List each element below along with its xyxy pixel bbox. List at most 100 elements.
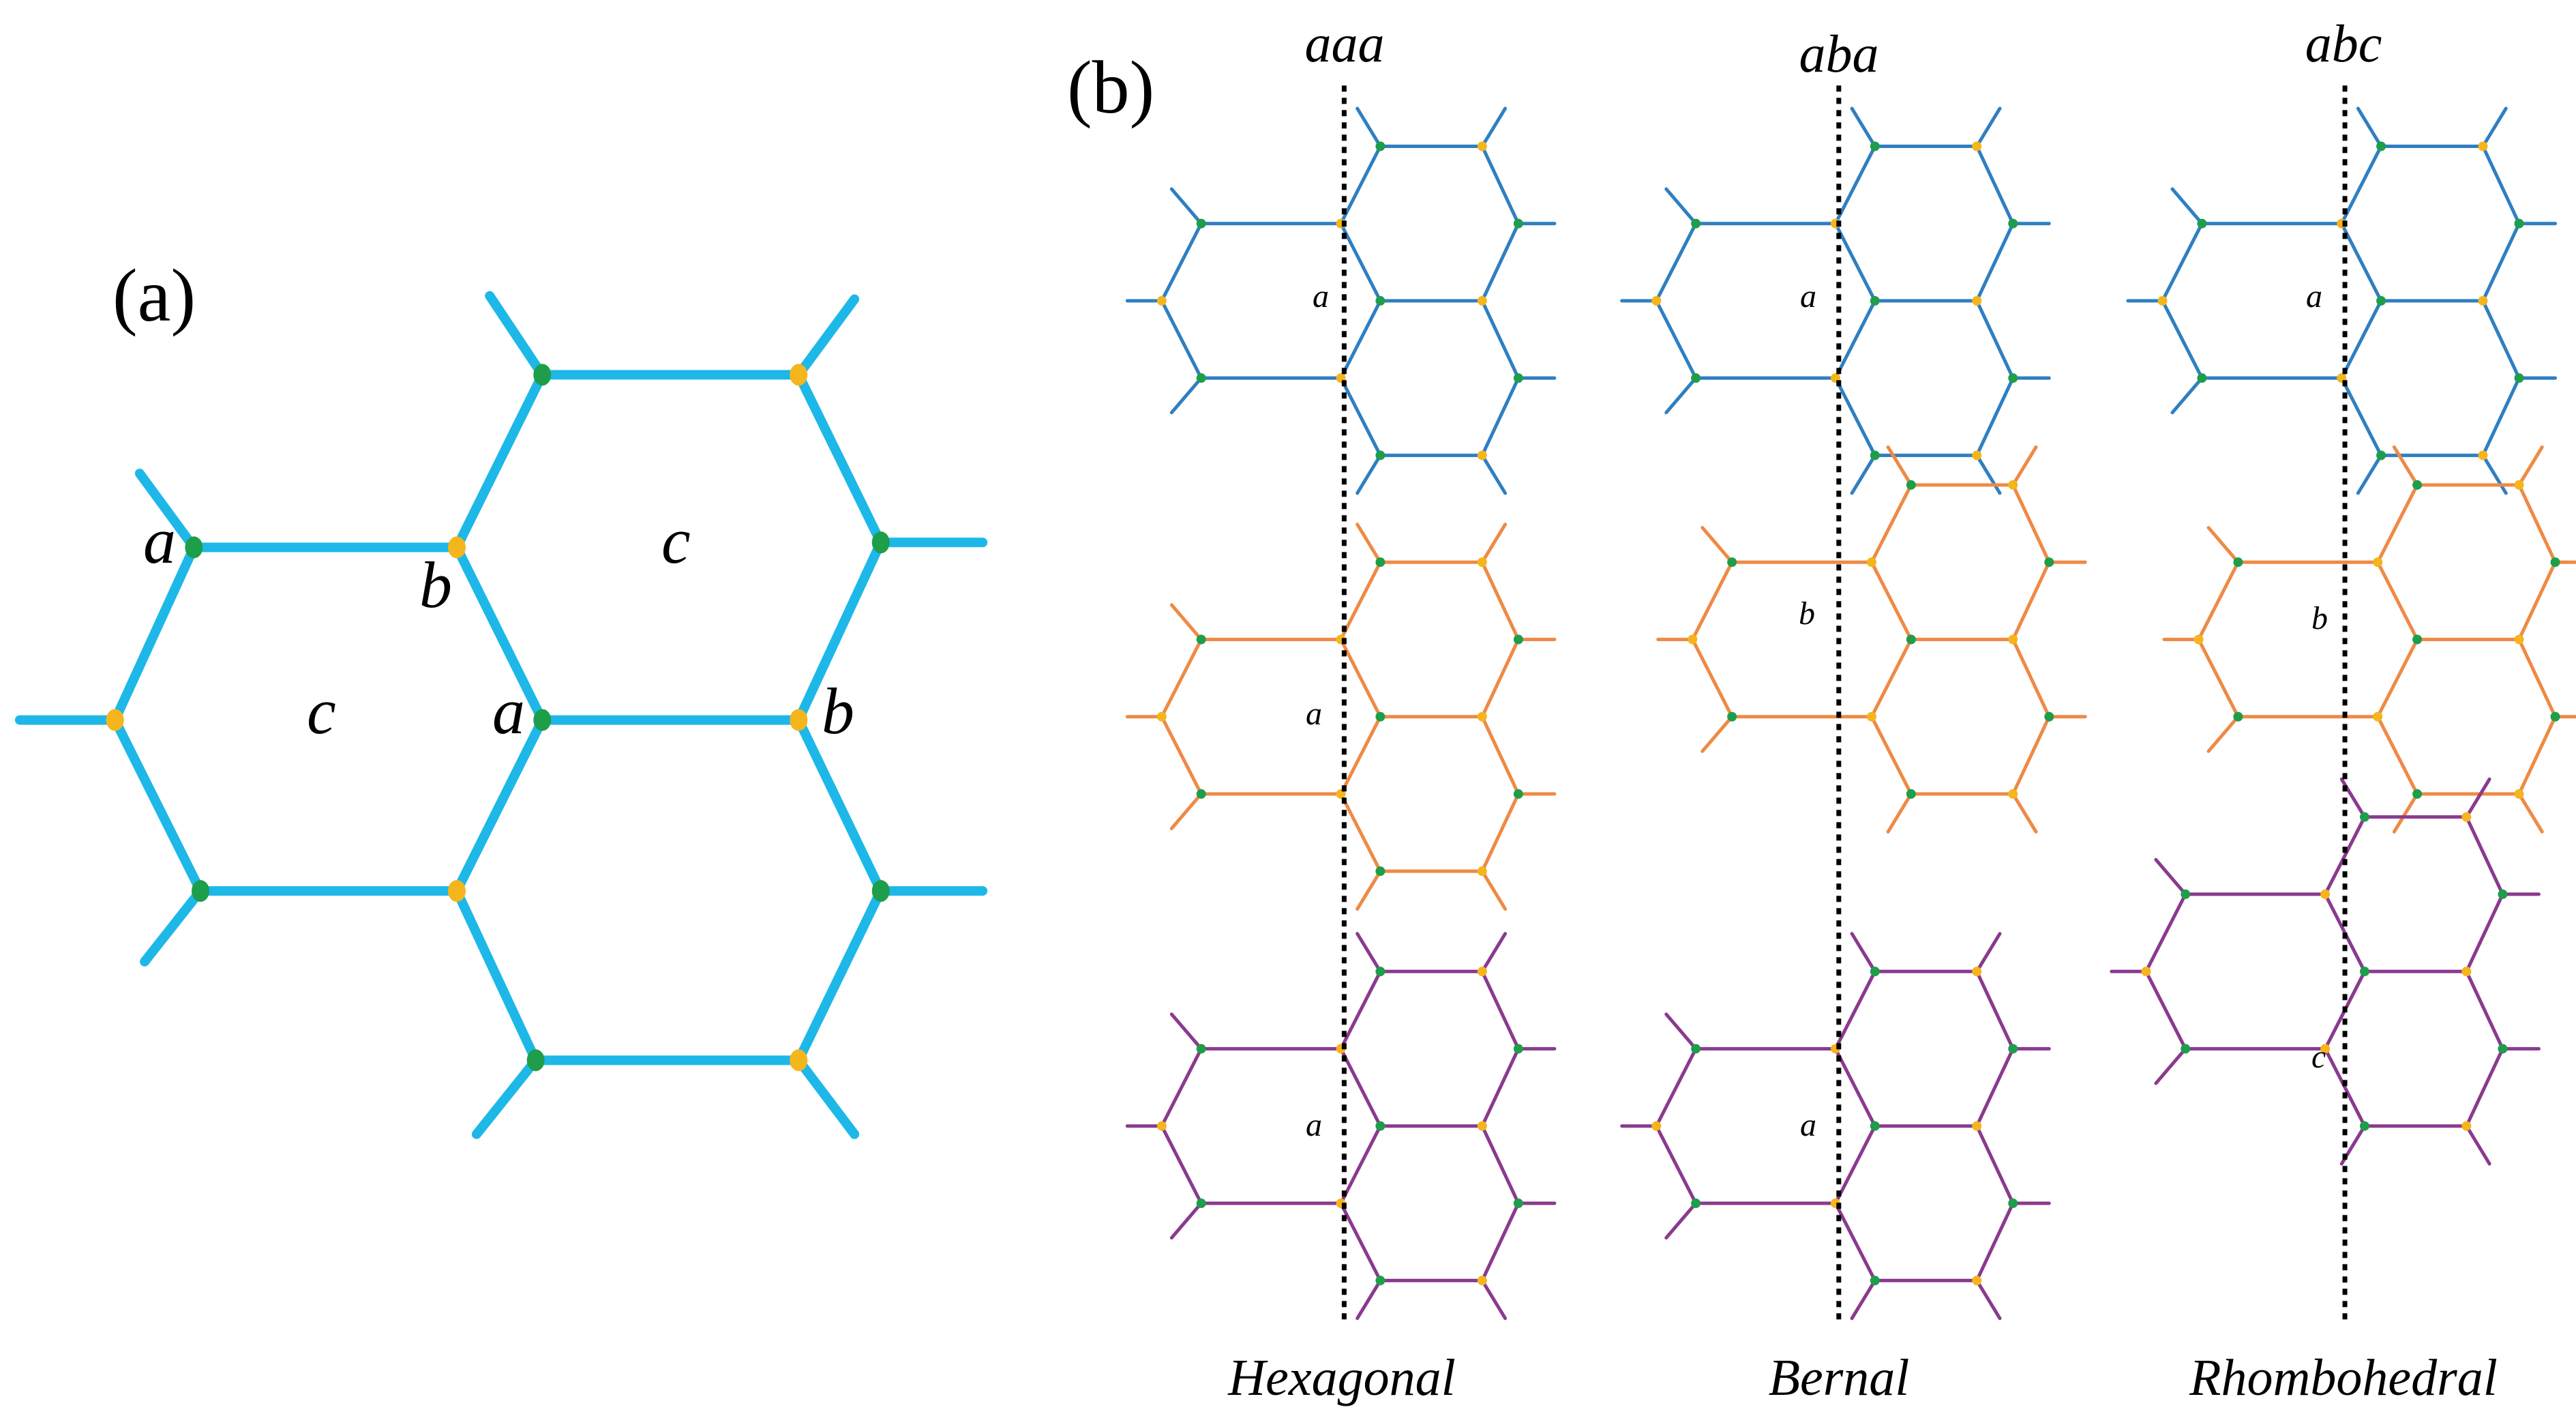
layer-site-a-dot bbox=[2197, 218, 2207, 228]
layer-site-a-dot bbox=[1870, 967, 1880, 977]
stacking-name-bernal: Bernal bbox=[1769, 1349, 1910, 1406]
layer-bond bbox=[2392, 445, 2419, 487]
layer-3-column-2 bbox=[1620, 932, 2051, 1321]
layer-bond bbox=[1339, 1201, 1382, 1282]
honeycomb-bond bbox=[451, 542, 548, 725]
site-label-c-left: c bbox=[307, 675, 336, 748]
layer-bond bbox=[1339, 715, 1382, 796]
site-a-dot bbox=[871, 880, 890, 902]
layer-bond bbox=[2464, 1124, 2491, 1166]
layer-bond bbox=[1975, 969, 2015, 1051]
layer-site-b-dot bbox=[1477, 711, 1487, 722]
layer-bond bbox=[1701, 526, 1734, 564]
layer-site-a-dot bbox=[2412, 789, 2423, 799]
layer-1-column-2 bbox=[1620, 106, 2051, 495]
layer-site-b-dot bbox=[1477, 1275, 1487, 1286]
honeycomb-bond bbox=[110, 715, 206, 896]
site-a-dot bbox=[533, 364, 552, 386]
layer-bond bbox=[1480, 932, 1508, 973]
site-b-dot bbox=[106, 709, 124, 731]
layer-bond bbox=[2464, 777, 2491, 819]
layer-site-a-dot bbox=[1906, 480, 1916, 490]
layer-bond bbox=[1886, 445, 1913, 487]
layer-bond bbox=[1339, 222, 1382, 303]
layer-label-rhombo-2: b bbox=[2311, 600, 2328, 636]
layer-bond bbox=[1654, 1124, 1698, 1205]
layer-site-b-dot bbox=[1477, 141, 1487, 151]
honeycomb-bond bbox=[110, 542, 199, 725]
layer-bond bbox=[1339, 969, 1382, 1051]
layer-bond bbox=[1975, 1201, 2015, 1282]
layer-bond bbox=[2011, 445, 2038, 487]
layer-site-a-dot bbox=[1513, 634, 1523, 645]
layer-bond bbox=[1833, 144, 1877, 226]
honeycomb-bond bbox=[451, 886, 541, 1065]
stacking-layers bbox=[1125, 106, 2576, 1321]
layer-bond bbox=[2011, 483, 2051, 564]
layer-bond bbox=[2154, 857, 2187, 896]
site-b-dot bbox=[447, 880, 466, 902]
layer-bond bbox=[1339, 560, 1382, 641]
layer-bond bbox=[2323, 1047, 2367, 1128]
layer-site-a-dot bbox=[1727, 711, 1737, 722]
layer-1-column-3 bbox=[2126, 106, 2558, 495]
layer-site-a-dot bbox=[2197, 373, 2207, 383]
honeycomb-bond bbox=[794, 294, 860, 380]
layer-bond bbox=[1850, 1278, 1877, 1321]
layer-bond bbox=[1833, 222, 1877, 303]
layer-bond bbox=[2356, 106, 2383, 148]
layer-2-column-3 bbox=[2162, 445, 2576, 834]
site-label-b-right: b bbox=[822, 675, 854, 748]
layer-bond bbox=[1480, 637, 1521, 719]
layer-site-b-dot bbox=[2320, 1044, 2331, 1054]
layer-bond bbox=[1169, 1012, 1203, 1051]
layer-site-b-dot bbox=[1477, 967, 1487, 977]
layer-site-a-dot bbox=[2359, 967, 2369, 977]
layer-bond bbox=[1160, 299, 1203, 380]
layer-site-a-dot bbox=[2412, 634, 2423, 645]
layer-site-b-dot bbox=[1477, 296, 1487, 306]
layer-bond bbox=[1850, 106, 1877, 148]
layer-bond bbox=[1480, 1278, 1508, 1321]
layer-bond bbox=[2481, 222, 2521, 303]
site-a-dot bbox=[526, 1049, 545, 1072]
layer-site-a-dot bbox=[2514, 373, 2524, 383]
layer-bond bbox=[1169, 1201, 1203, 1240]
layer-bond bbox=[2376, 560, 2419, 641]
layer-site-b-dot bbox=[1972, 1121, 1982, 1131]
layer-bond bbox=[1169, 603, 1203, 641]
layer-bond bbox=[1160, 222, 1203, 303]
stacking-name-rhombohedral: Rhombohedral bbox=[2189, 1349, 2498, 1406]
layer-bond bbox=[1356, 1278, 1382, 1321]
panel-b-label: (b) bbox=[1067, 46, 1154, 129]
layer-site-b-dot bbox=[1477, 1121, 1487, 1131]
layer-bond bbox=[1339, 1124, 1382, 1205]
layer-bond bbox=[1339, 144, 1382, 226]
layer-bond bbox=[1480, 1201, 1521, 1282]
layer-site-a-dot bbox=[1870, 1275, 1880, 1286]
layer-bond bbox=[2161, 222, 2204, 303]
layer-bond bbox=[1339, 376, 1382, 458]
layer-site-a-dot bbox=[1691, 373, 1701, 383]
layer-site-a-dot bbox=[2008, 1198, 2018, 1209]
honeycomb-bond bbox=[794, 715, 886, 896]
layer-bond bbox=[1850, 454, 1877, 495]
layer-site-b-dot bbox=[2193, 634, 2204, 645]
layer-bond bbox=[2339, 144, 2383, 226]
layer-site-a-dot bbox=[1375, 866, 1386, 876]
site-b-dot bbox=[790, 709, 808, 731]
stacking-name-hexagonal: Hexagonal bbox=[1227, 1349, 1455, 1406]
layer-bond bbox=[1664, 1012, 1698, 1051]
honeycomb-bond bbox=[140, 886, 206, 967]
layer-site-b-dot bbox=[1336, 789, 1346, 799]
layer-bond bbox=[1480, 1047, 1521, 1128]
layer-bond bbox=[1480, 560, 1521, 641]
layer-site-b-dot bbox=[1651, 1121, 1662, 1131]
layer-site-b-dot bbox=[1651, 296, 1662, 306]
layer-2-column-1 bbox=[1125, 522, 1557, 911]
layer-3-column-3 bbox=[2110, 777, 2541, 1166]
layer-site-b-dot bbox=[1866, 557, 1876, 567]
layer-bond bbox=[1870, 715, 1913, 796]
honeycomb-sites bbox=[106, 364, 890, 1072]
layer-site-b-dot bbox=[1156, 711, 1167, 722]
